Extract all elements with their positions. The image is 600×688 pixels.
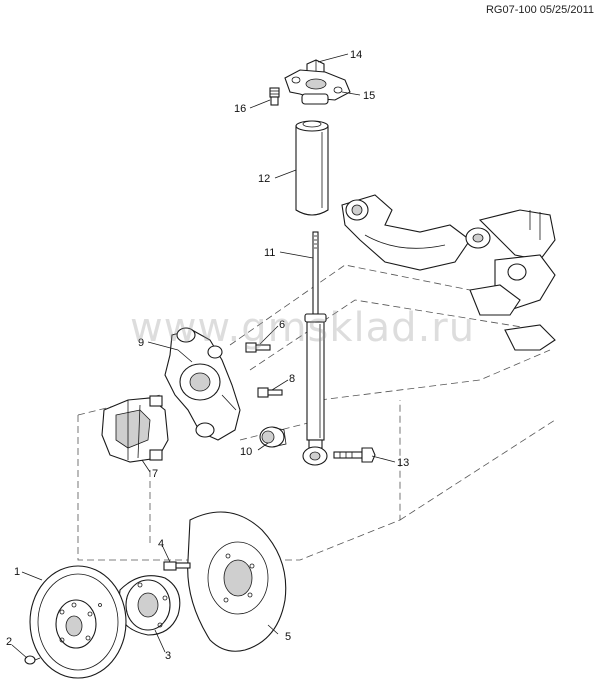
part-11-shock-absorber xyxy=(302,231,328,466)
callout-15: 15 xyxy=(363,90,375,102)
callout-9: 9 xyxy=(138,337,144,349)
part-6-bolt xyxy=(245,342,271,353)
callout-labels: 14 15 16 12 11 9 6 8 10 13 7 4 5 3 1 2 xyxy=(6,49,409,662)
callout-2: 2 xyxy=(6,636,12,648)
part-3-hub-bearing xyxy=(117,575,181,636)
part-10-bushing xyxy=(259,426,287,448)
callout-5: 5 xyxy=(285,631,291,643)
part-1-brake-rotor xyxy=(29,565,127,679)
part-2-screw xyxy=(24,655,41,665)
part-5-dust-shield xyxy=(187,511,287,652)
leader-lines xyxy=(11,53,396,659)
part-7-caliper xyxy=(101,395,169,463)
callout-16: 16 xyxy=(234,103,246,115)
part-16-stud xyxy=(269,87,280,106)
part-13-bolt xyxy=(333,447,376,463)
part-12-dust-boot xyxy=(295,120,329,216)
callout-12: 12 xyxy=(258,173,270,185)
callout-11: 11 xyxy=(264,247,275,259)
part-15-upper-mount xyxy=(284,69,351,105)
watermark: www.gmsklad.ru xyxy=(130,305,476,351)
callout-1: 1 xyxy=(14,566,20,578)
control-arm-assembly xyxy=(341,194,556,351)
callout-7: 7 xyxy=(152,468,158,480)
part-9-knuckle xyxy=(164,327,241,441)
reference-code: RG07-100 05/25/2011 xyxy=(485,4,594,16)
part-8-bolt xyxy=(257,387,283,398)
callout-8: 8 xyxy=(289,373,295,385)
callout-4: 4 xyxy=(158,538,164,550)
callout-10: 10 xyxy=(240,446,252,458)
part-4-bolt xyxy=(163,561,191,571)
callout-14: 14 xyxy=(350,49,362,61)
callout-6: 6 xyxy=(279,319,285,331)
callout-13: 13 xyxy=(397,457,409,469)
callout-3: 3 xyxy=(165,650,171,662)
